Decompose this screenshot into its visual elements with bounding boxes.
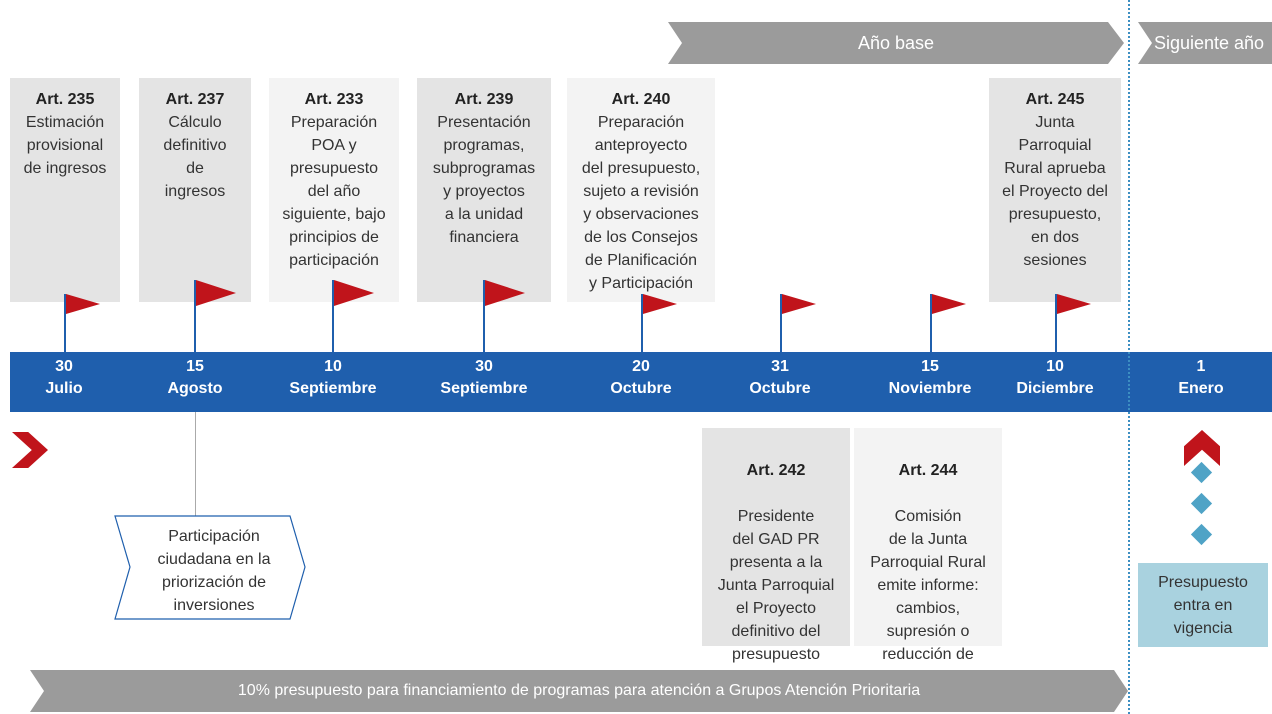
diamond-icon — [1190, 461, 1213, 484]
article-number: Art. 239 — [454, 91, 514, 108]
connector-line — [195, 412, 196, 518]
article-number: Art. 244 — [898, 462, 958, 479]
bottom-banner-label: 10% presupuesto para financiamiento de p… — [237, 682, 921, 699]
article-number: Art. 242 — [746, 462, 806, 479]
base-year-label: Año base — [857, 32, 935, 53]
article-description: Preparación POA y presupuesto del año si… — [282, 114, 386, 269]
article-box-240: Art. 240 Preparación anteproyecto del pr… — [567, 78, 715, 302]
timeline-bar — [10, 352, 1272, 412]
year-separator — [1128, 0, 1130, 714]
diamond-icon — [1190, 523, 1213, 546]
article-description: Comisión de la Junta Parroquial Rural em… — [870, 508, 986, 686]
article-number: Art. 237 — [165, 91, 225, 108]
article-number: Art. 240 — [611, 91, 671, 108]
article-description: Presentación programas, subprogramas y p… — [432, 114, 536, 246]
diamond-icon — [1190, 492, 1213, 515]
chevron-up-icon — [1184, 430, 1220, 466]
article-box-244: Art. 244 Comisión de la Junta Parroquial… — [854, 428, 1002, 686]
article-number: Art. 245 — [1025, 91, 1085, 108]
next-year-banner: Siguiente año — [1138, 22, 1272, 64]
pentagon-shape — [114, 515, 306, 620]
article-description: Estimación provisional de ingresos — [23, 114, 107, 177]
next-year-label: Siguiente año — [1153, 32, 1265, 53]
bottom-banner: 10% presupuesto para financiamiento de p… — [30, 670, 1128, 712]
article-box-235: Art. 235 Estimación provisional de ingre… — [10, 78, 120, 302]
budget-in-force-box: Presupuesto entra en vigencia — [1138, 563, 1268, 647]
chevron-right-icon — [12, 432, 48, 468]
participation-box: Participación ciudadana en la priorizaci… — [114, 515, 306, 620]
article-number: Art. 233 — [304, 91, 364, 108]
participation-text: Participación ciudadana en la priorizaci… — [157, 528, 271, 614]
article-description: Cálculo definitivo de ingresos — [163, 114, 227, 200]
article-description: Junta Parroquial Rural aprueba el Proyec… — [1002, 114, 1108, 269]
article-box-237: Art. 237 Cálculo definitivo de ingresos — [139, 78, 251, 302]
article-box-239: Art. 239 Presentación programas, subprog… — [417, 78, 551, 302]
article-box-245: Art. 245 Junta Parroquial Rural aprueba … — [989, 78, 1121, 302]
base-year-banner: Año base — [668, 22, 1124, 64]
article-number: Art. 235 — [35, 91, 95, 108]
article-description: Presidente del GAD PR presenta a la Junt… — [717, 508, 835, 663]
article-box-233: Art. 233 Preparación POA y presupuesto d… — [269, 78, 399, 302]
article-box-242: Art. 242 Presidente del GAD PR presenta … — [702, 428, 850, 663]
article-description: Preparación anteproyecto del presupuesto… — [581, 114, 701, 292]
